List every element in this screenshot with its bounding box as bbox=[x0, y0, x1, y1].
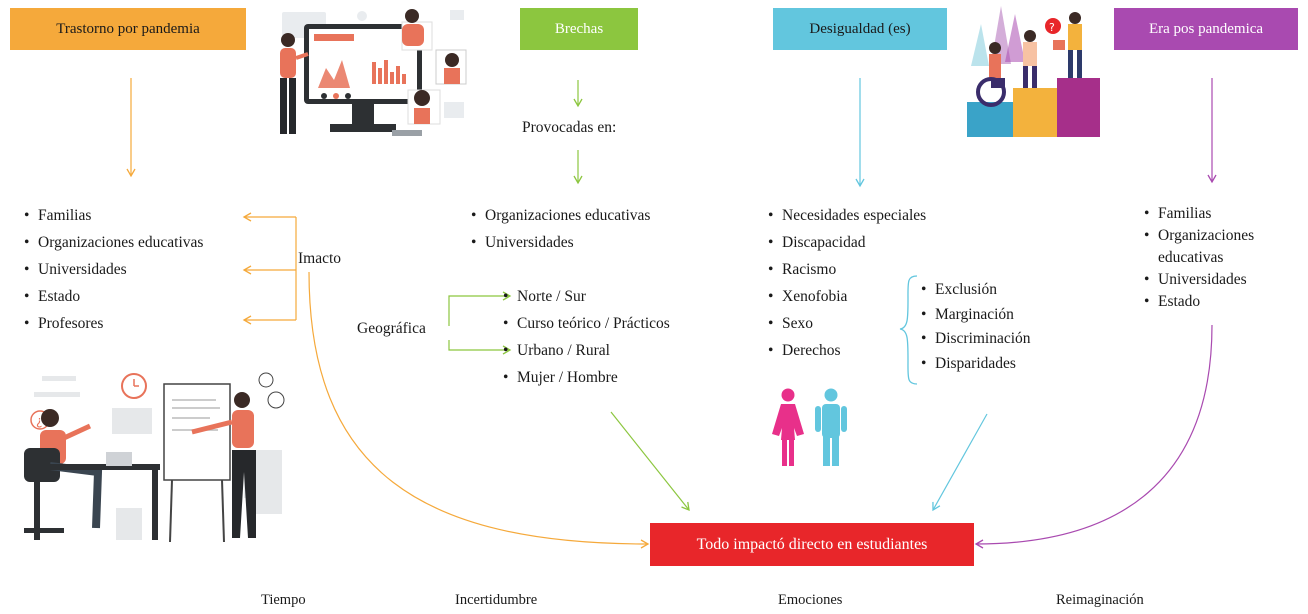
footer-incertidumbre: Incertidumbre bbox=[455, 592, 538, 608]
list-item: Curso teórico / Prácticos bbox=[503, 310, 670, 337]
arrow-purple-to-result bbox=[974, 324, 1213, 549]
office-team-illustration: ¿ bbox=[24, 372, 285, 543]
list-item: Familias bbox=[24, 202, 203, 229]
list-item: Universidades bbox=[1144, 269, 1296, 291]
brechas-list: Organizaciones educativas Universidades bbox=[471, 202, 650, 256]
list-item: Derechos bbox=[768, 337, 926, 364]
list-item: Universidades bbox=[24, 256, 203, 283]
list-item: Familias bbox=[1144, 203, 1296, 225]
gender-icons bbox=[772, 388, 847, 466]
list-item: Discapacidad bbox=[768, 229, 926, 256]
arrow-green-to-result bbox=[610, 411, 690, 512]
list-item: Norte / Sur bbox=[503, 283, 670, 310]
list-item: Discriminación bbox=[921, 327, 1031, 352]
era-list: Familias Organizaciones educativas Unive… bbox=[1144, 203, 1296, 313]
header-desigualdad: Desigualdad (es) bbox=[773, 8, 947, 50]
geografica-label: Geográfica bbox=[357, 320, 426, 337]
impact-label: Imacto bbox=[298, 250, 344, 268]
woman-icon bbox=[772, 388, 804, 466]
footer-reimaginacion: Reimaginación bbox=[1056, 592, 1144, 608]
arrow-orange-to-result bbox=[308, 271, 650, 549]
list-item: Universidades bbox=[471, 229, 650, 256]
online-meeting-illustration bbox=[268, 2, 470, 142]
header-brechas: Brechas bbox=[520, 8, 638, 50]
svg-text:?: ? bbox=[1049, 21, 1055, 34]
arrow-cyan-to-result bbox=[932, 413, 988, 512]
list-item: Racismo bbox=[768, 256, 926, 283]
list-item: Organizaciones educativas bbox=[1144, 225, 1296, 269]
result-box: Todo impactó directo en estudiantes bbox=[650, 523, 974, 566]
list-item: Profesores bbox=[24, 310, 203, 337]
list-item: Marginación bbox=[921, 303, 1031, 328]
header-era: Era pos pandemica bbox=[1114, 8, 1298, 50]
svg-text:¿: ¿ bbox=[36, 414, 42, 428]
desigualdad-list: Necesidades especiales Discapacidad Raci… bbox=[768, 202, 926, 364]
list-item: Mujer / Hombre bbox=[503, 364, 670, 391]
list-item: Estado bbox=[24, 283, 203, 310]
arrow-geo-urbano bbox=[448, 340, 512, 355]
list-item: Disparidades bbox=[921, 352, 1031, 377]
list-item: Organizaciones educativas bbox=[471, 202, 650, 229]
list-item: Urbano / Rural bbox=[503, 337, 670, 364]
desigualdad-sublist: Exclusión Marginación Discriminación Dis… bbox=[921, 278, 1031, 376]
list-item: Xenofobia bbox=[768, 283, 926, 310]
geografica-list: Norte / Sur Curso teórico / Prácticos Ur… bbox=[503, 283, 670, 391]
header-trastorno: Trastorno por pandemia bbox=[10, 8, 246, 50]
list-item: Exclusión bbox=[921, 278, 1031, 303]
list-item: Sexo bbox=[768, 310, 926, 337]
man-icon bbox=[815, 388, 847, 466]
arrow-geo-norte bbox=[448, 291, 512, 326]
footer-tiempo: Tiempo bbox=[261, 592, 306, 608]
list-item: Necesidades especiales bbox=[768, 202, 926, 229]
provocadas-label: Provocadas en: bbox=[522, 119, 617, 136]
trastorno-list: Familias Organizaciones educativas Unive… bbox=[24, 202, 203, 337]
footer-emociones: Emociones bbox=[778, 592, 843, 608]
list-item: Estado bbox=[1144, 291, 1296, 313]
list-item: Organizaciones educativas bbox=[24, 229, 203, 256]
equity-podium-illustration: ? bbox=[967, 6, 1100, 137]
